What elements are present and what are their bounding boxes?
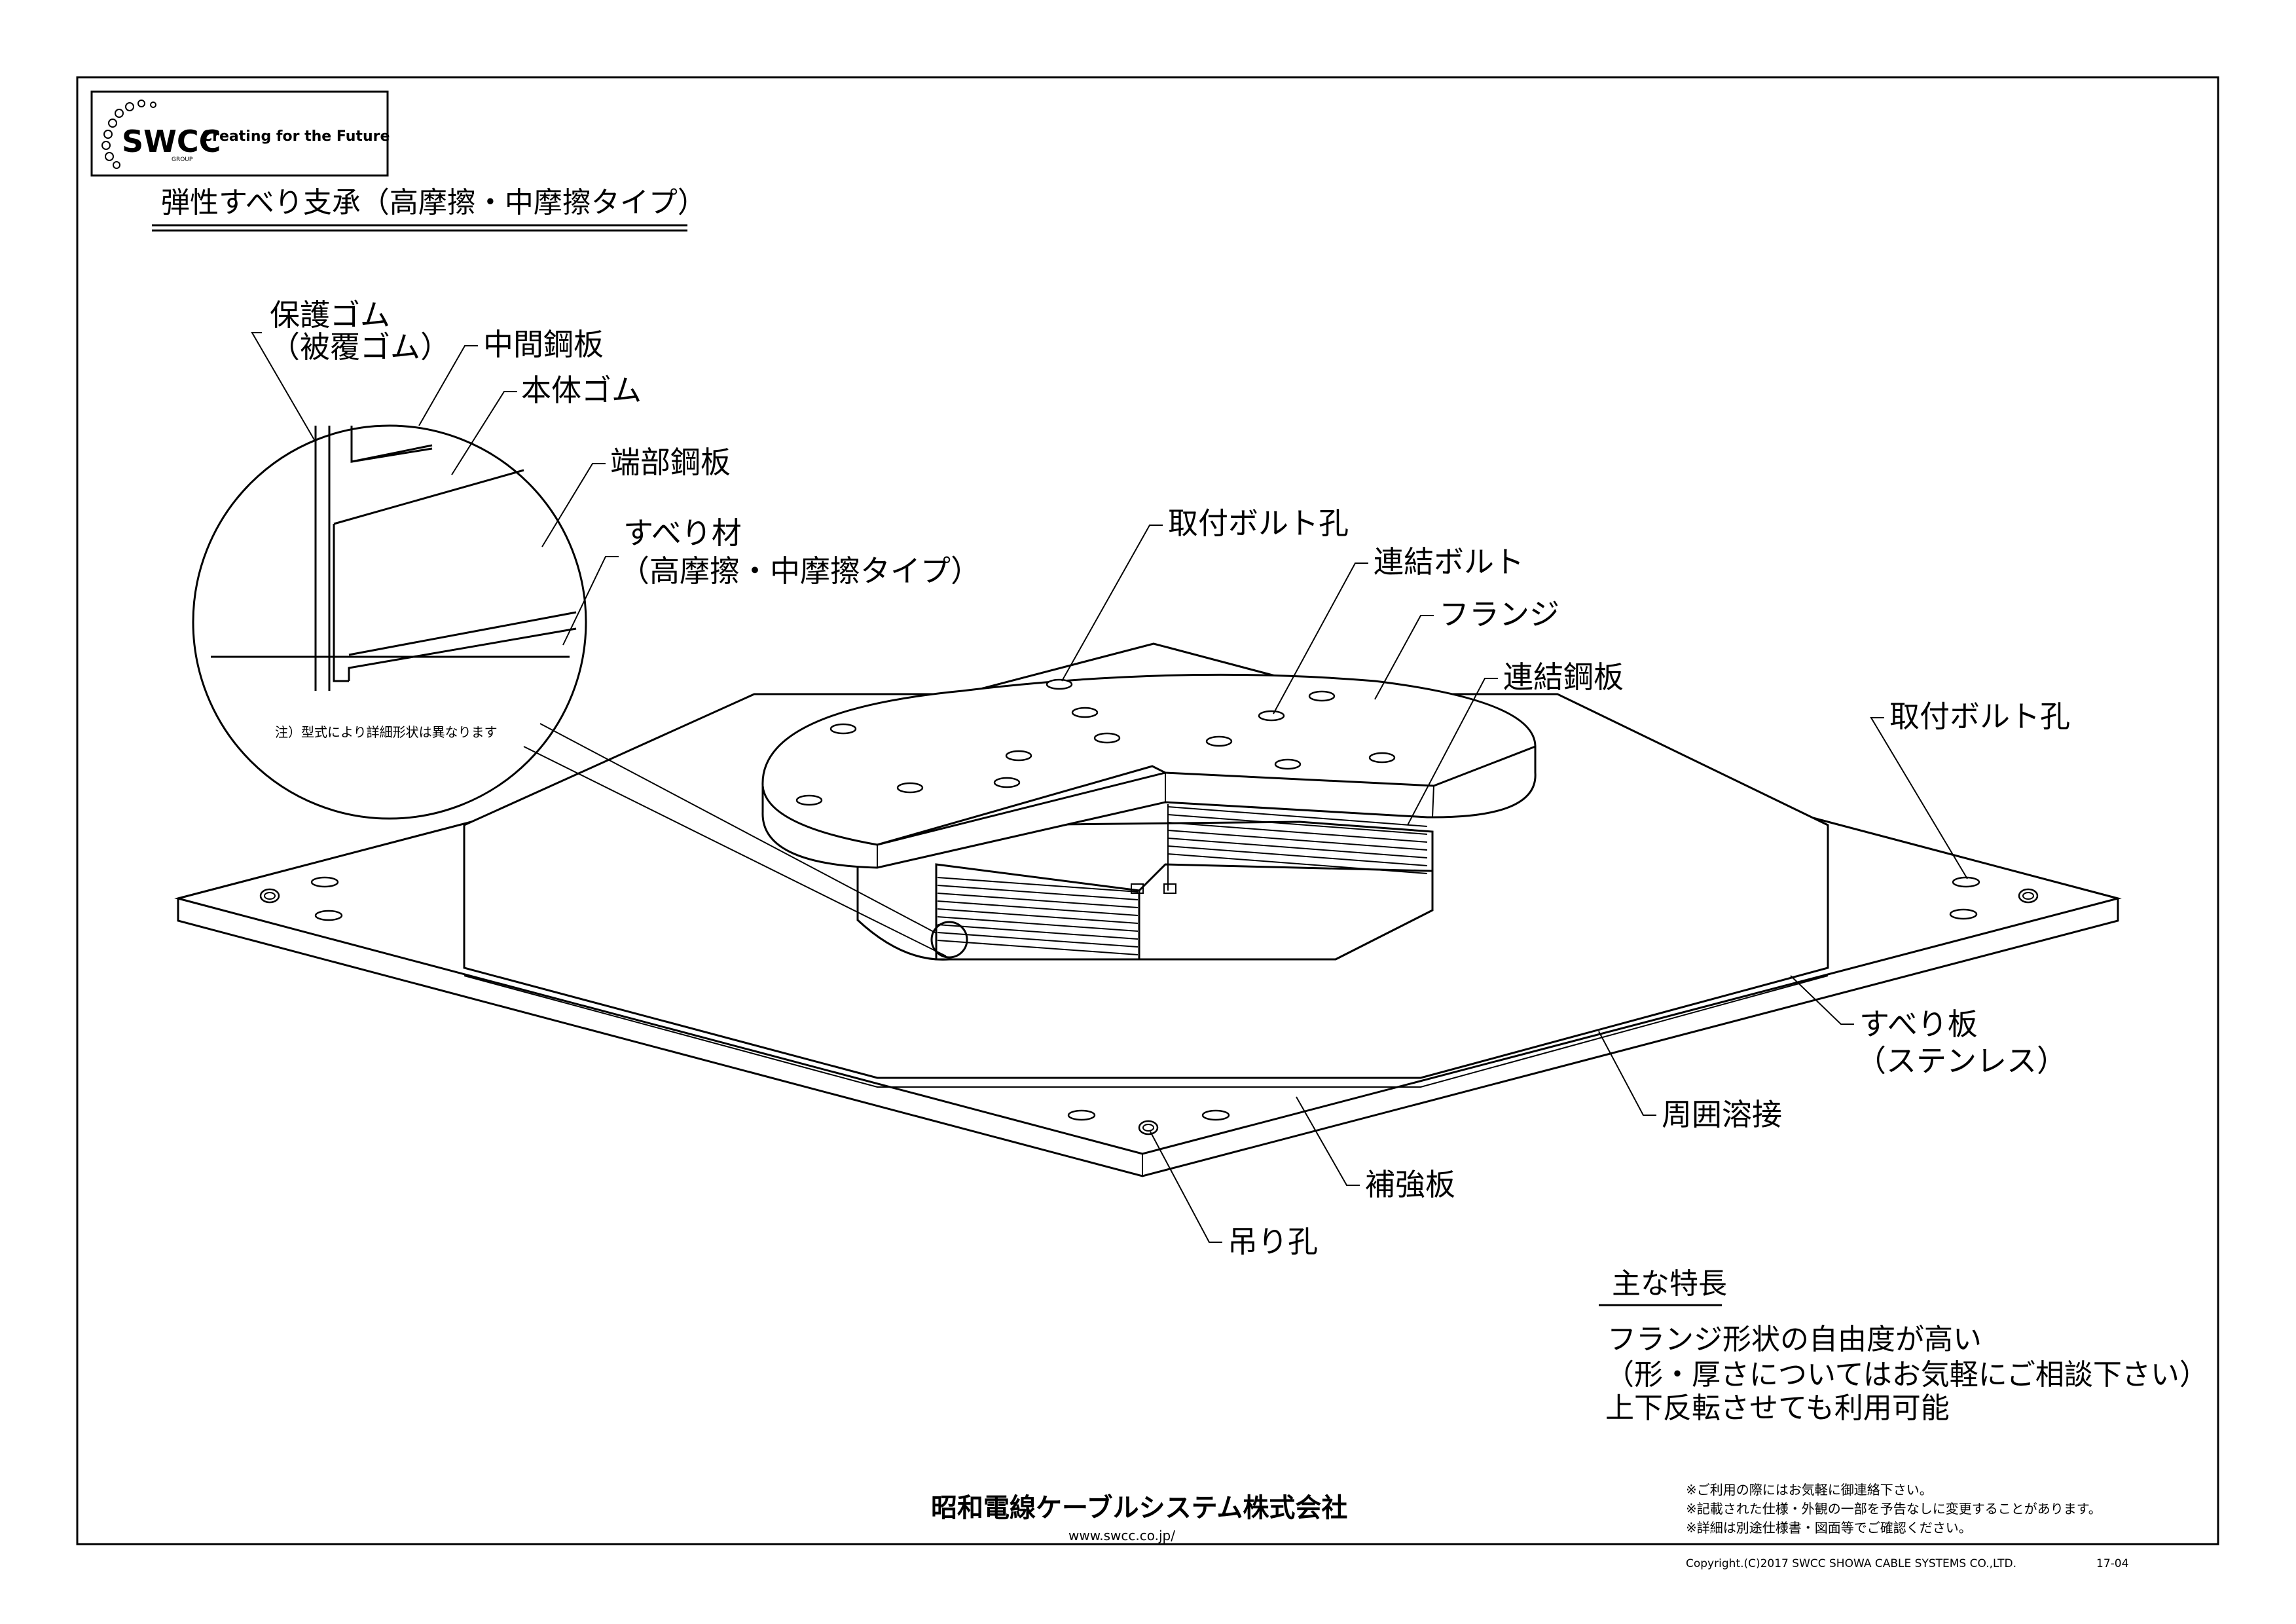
label-slide-plate-sub: （ステンレス） bbox=[1856, 1043, 2067, 1079]
label-lifting-hole: 吊り孔 bbox=[1228, 1224, 1318, 1259]
label-perimeter-weld: 周囲溶接 bbox=[1662, 1097, 1782, 1132]
label-flange: フランジ bbox=[1439, 597, 1559, 632]
sheet-frame bbox=[76, 76, 2219, 1545]
doc-code: 17-04 bbox=[2096, 1557, 2128, 1570]
footer-note-2: ※記載された仕様・外観の一部を予告なしに変更することがあります。 bbox=[1686, 1501, 2102, 1517]
detail-leader-lines bbox=[251, 332, 619, 646]
page-title: 弾性すべり支承（高摩擦・中摩擦タイプ） bbox=[161, 186, 706, 219]
tagline: Creating for the Future bbox=[202, 128, 390, 145]
label-connecting-plate: 連結鋼板 bbox=[1503, 659, 1624, 695]
copyright: Copyright.(C)2017 SWCC SHOWA CABLE SYSTE… bbox=[1686, 1557, 2016, 1570]
label-connecting-bolt: 連結ボルト bbox=[1374, 544, 1524, 580]
feature-line-3: 上下反転させても利用可能 bbox=[1605, 1392, 1950, 1425]
logo-sub: GROUP bbox=[172, 157, 193, 163]
feature-line-2: （形・厚さについてはお気軽にご相談下さい） bbox=[1605, 1358, 2208, 1392]
logo-text: SWCC bbox=[122, 124, 221, 159]
footer-note-1: ※ご利用の際にはお気軽に御連絡下さい。 bbox=[1686, 1482, 1933, 1498]
detail-marker-circle bbox=[930, 921, 968, 959]
label-slide-plate: すべり板 bbox=[1859, 1006, 1978, 1042]
label-protective-rubber-sub: （被覆ゴム） bbox=[270, 329, 450, 365]
base-bolt-holes bbox=[259, 876, 2039, 1135]
detail-note: 注）型式により詳細形状は異なります bbox=[275, 724, 498, 740]
feature-line-1: フランジ形状の自由度が高い bbox=[1607, 1323, 1982, 1356]
label-end-plate: 端部鋼板 bbox=[610, 445, 731, 480]
label-middle-plate: 中間鋼板 bbox=[483, 327, 604, 362]
label-body-rubber: 本体ゴム bbox=[521, 373, 642, 408]
features-heading: 主な特長 bbox=[1612, 1267, 1727, 1301]
callout-leader-lines bbox=[1061, 525, 1968, 1243]
label-slide-material: すべり材 bbox=[623, 515, 742, 551]
label-reinforcing-plate: 補強板 bbox=[1365, 1167, 1455, 1202]
label-bolt-hole-top: 取付ボルト孔 bbox=[1168, 506, 1349, 541]
bearing-body-shape bbox=[856, 804, 1434, 961]
label-protective-rubber: 保護ゴム bbox=[270, 297, 390, 333]
flange-bolt-holes bbox=[795, 678, 1396, 806]
label-bolt-hole-right: 取付ボルト孔 bbox=[1889, 699, 2070, 734]
company-url[interactable]: www.swcc.co.jp/ bbox=[1068, 1528, 1175, 1543]
footer-note-3: ※詳細は別途仕様書・図面等でご確認ください。 bbox=[1686, 1520, 1972, 1536]
flange-shape bbox=[761, 673, 1537, 869]
company-name: 昭和電線ケーブルシステム株式会社 bbox=[931, 1493, 1347, 1523]
detail-magnified bbox=[192, 424, 947, 957]
swcc-logo: SWCC GROUP Creating for the Future bbox=[90, 90, 390, 177]
label-slide-material-sub: （高摩擦・中摩擦タイプ） bbox=[619, 553, 981, 589]
